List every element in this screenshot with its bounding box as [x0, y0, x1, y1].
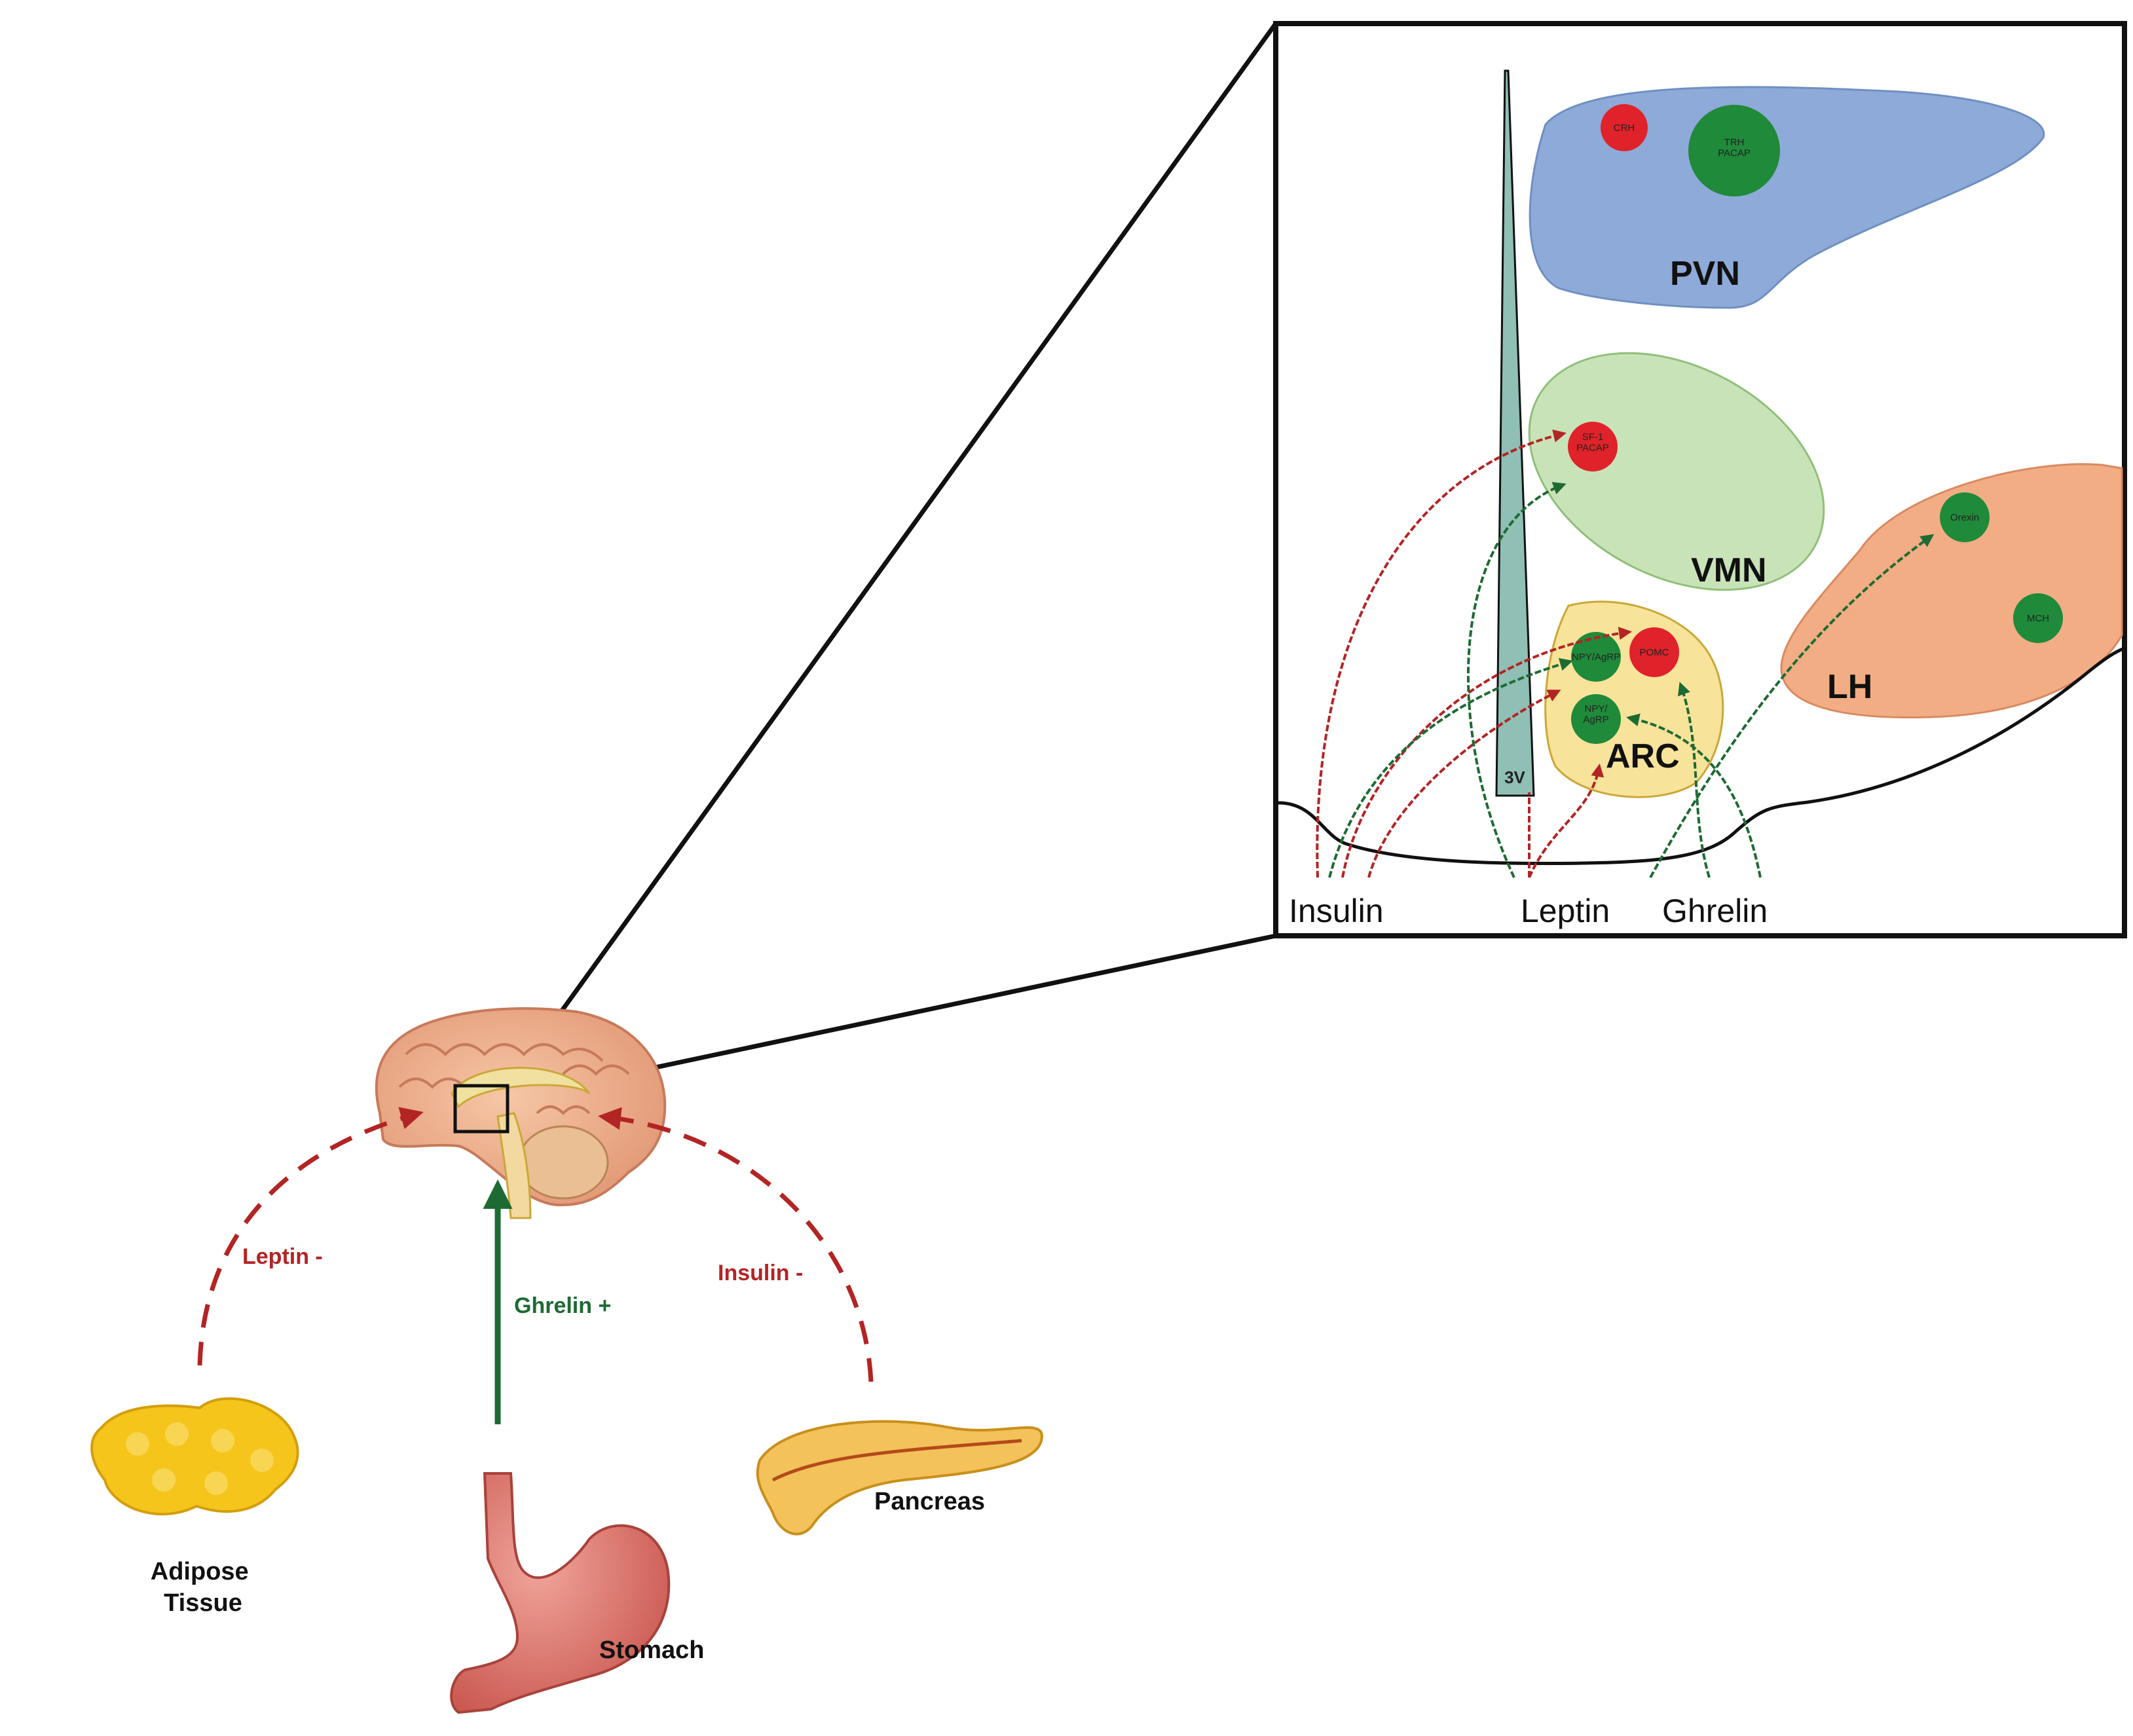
stomach-label: Stomach — [599, 1636, 704, 1664]
adipose-cell — [211, 1429, 234, 1452]
pancreas-label: Pancreas — [874, 1488, 985, 1515]
brain-illustration — [375, 1007, 667, 1219]
hypothalamus-zoom-box — [453, 1084, 510, 1134]
pvn-trh-pacap-label-line: TRH — [1724, 137, 1745, 148]
arc-npy-agrp-bottom-label-line: AgRP — [1583, 714, 1608, 725]
arc-npy-agrp-bottom-label-line: NPY/ — [1584, 703, 1608, 714]
adipose-tissue-illustration — [90, 1397, 299, 1516]
hypothalamus-base-outline — [1278, 646, 2125, 866]
ghrelin-to-lh-arrow — [1649, 534, 1935, 878]
adipose-cell — [165, 1422, 189, 1446]
brain-stem — [496, 1112, 532, 1219]
brain-gyri — [398, 1043, 630, 1115]
brain-corpus-callosum — [451, 1067, 591, 1109]
pvn-trh-pacap-label-line: PACAP — [1718, 147, 1751, 158]
adipose-blob — [90, 1397, 299, 1516]
leptin-to-arc-arrow — [1528, 764, 1604, 878]
adipose-cell — [204, 1471, 228, 1495]
lh-region — [1780, 463, 2123, 719]
arc-label: ARC — [1606, 737, 1680, 775]
pancreas-body — [756, 1420, 1043, 1536]
lh-orexin-label: Orexin — [1950, 512, 1979, 523]
lh-orexin-neuron — [1940, 492, 1990, 542]
stomach-illustration — [450, 1472, 671, 1714]
pvn-region — [1529, 86, 2045, 309]
pvn-crh-label: CRH — [1614, 122, 1635, 134]
adipose-label-line-1: Adipose — [151, 1558, 249, 1585]
pvn-trh-pacap-neuron — [1688, 105, 1780, 196]
zoom-line-top — [506, 22, 1278, 1088]
arc-npy-agrp-bottom-neuron — [1571, 694, 1621, 744]
arc-npy-agrp-top-label: NPY/AgRP — [1572, 652, 1620, 663]
insulin-to-vmn-arrow — [1316, 429, 1567, 878]
insulin-to-arc-bottom-arrow — [1367, 690, 1561, 878]
third-ventricle — [1495, 69, 1535, 797]
pancreas-duct — [771, 1439, 1022, 1482]
inset-ghrelin-label: Ghrelin — [1662, 893, 1768, 929]
vmn-sf1-pacap-label-line: PACAP — [1576, 442, 1609, 453]
lh-mch-neuron — [2013, 593, 2063, 643]
insulin-ghrelin-to-arc-arrow — [1328, 657, 1573, 878]
stomach-body — [450, 1472, 671, 1714]
arc-pomc-neuron — [1629, 627, 1679, 677]
lh-mch-label: MCH — [2027, 613, 2049, 624]
arc-npy-agrp-top-neuron — [1571, 632, 1621, 682]
vmn-region — [1528, 352, 1825, 591]
adipose-label-line-2: Tissue — [164, 1589, 242, 1617]
insulin-signal-label: Insulin - — [718, 1261, 803, 1285]
pancreas-illustration — [756, 1420, 1043, 1536]
third-ventricle-label: 3V — [1504, 767, 1525, 787]
pvn-crh-neuron — [1601, 104, 1648, 151]
adipose-tissue-label: Adipose Tissue — [151, 1558, 255, 1617]
arc-npy-agrp-bottom-label: NPY/AgRP — [1583, 703, 1608, 726]
arc-pomc-label: POMC — [1640, 647, 1669, 658]
leptin-signal-path — [197, 1107, 424, 1366]
ghrelin-to-vmn-arrow — [1466, 481, 1567, 878]
adipose-cell — [126, 1432, 149, 1456]
ghrelin-to-arc-arrow — [1677, 682, 1711, 878]
adipose-cell — [250, 1449, 274, 1472]
brain-cerebellum — [517, 1125, 609, 1200]
adipose-cell — [152, 1468, 176, 1492]
lh-label: LH — [1827, 668, 1872, 706]
inset-leptin-label: Leptin — [1521, 893, 1610, 929]
insulin-signal-path — [598, 1107, 874, 1382]
vmn-sf1-pacap-neuron — [1568, 422, 1618, 471]
vmn-sf1-pacap-label-line: SF-1 — [1582, 432, 1604, 443]
inset-insulin-label: Insulin — [1289, 893, 1384, 929]
pvn-label: PVN — [1670, 255, 1740, 293]
ghrelin-signal-label: Ghrelin + — [514, 1293, 611, 1318]
ghrelin-to-arc-bottom-arrow — [1626, 713, 1762, 878]
leptin-signal-label: Leptin - — [242, 1244, 323, 1269]
insulin-to-arc-top-arrow — [1341, 627, 1632, 878]
vmn-label: VMN — [1691, 551, 1767, 589]
